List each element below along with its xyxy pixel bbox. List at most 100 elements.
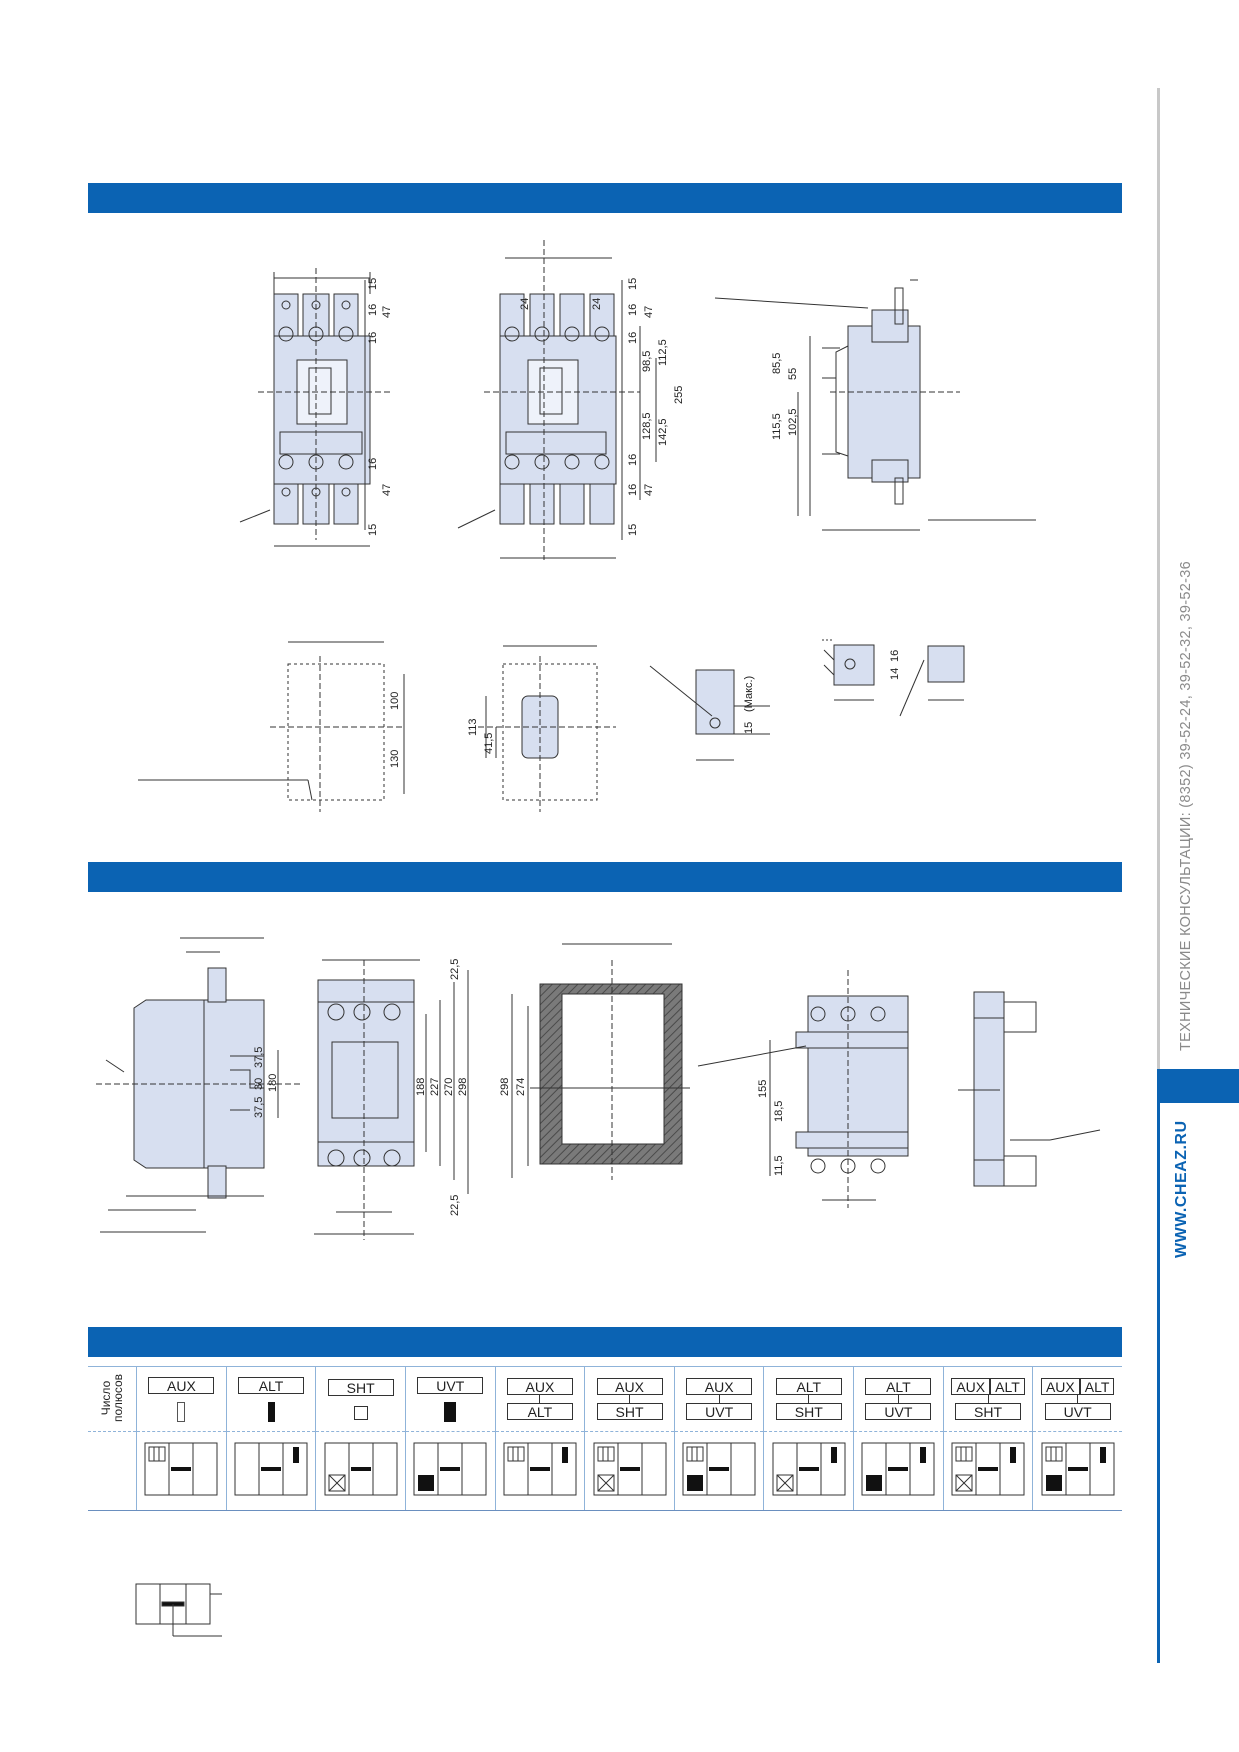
dim-label: 47 <box>643 484 655 496</box>
dim-label: 24 <box>591 298 603 310</box>
accessory-code: SHT <box>775 1403 842 1420</box>
accessory-code: SHT <box>955 1403 1022 1420</box>
dim-label: 85,5 <box>771 353 783 374</box>
dim-label: 16 <box>889 650 901 662</box>
accessory-code: ALT <box>238 1376 305 1394</box>
dim-label: 298 <box>457 1078 469 1096</box>
dim-label: 30 <box>253 1078 265 1090</box>
dim-label: 24 <box>519 298 531 310</box>
mounting-base-side <box>958 991 1101 1187</box>
plugin-side-view <box>96 937 300 1233</box>
pole-diagram-sht <box>324 1442 398 1495</box>
dim-label: 298 <box>499 1078 511 1096</box>
dim-label: 128,5 <box>641 412 653 440</box>
accessory-cell: AUX ALT <box>494 1366 585 1432</box>
aux-symbol-icon <box>177 1401 186 1422</box>
accessory-code: AUX <box>686 1378 753 1395</box>
accessory-code: SHT <box>596 1403 663 1420</box>
pole-diagram-cell <box>404 1431 496 1511</box>
accessory-cell: AUX <box>136 1366 227 1432</box>
poles-header-cell: Число полюсов <box>88 1366 137 1432</box>
dim-label: 22,5 <box>449 959 461 980</box>
dim-label: 14 <box>889 668 901 680</box>
dim-label: 113 <box>467 718 479 736</box>
pole-diagram-cell <box>584 1431 675 1511</box>
breaker-variant-view <box>457 240 657 560</box>
pole-diagram-cell <box>853 1431 944 1511</box>
dim-label: 55 <box>787 368 799 380</box>
accessory-cell: SHT <box>315 1366 406 1432</box>
accessory-cell: AUX SHT <box>584 1366 675 1432</box>
dim-label: 255 <box>673 386 685 404</box>
dim-label: 47 <box>381 306 393 318</box>
accessory-cell: ALT SHT <box>763 1366 854 1432</box>
dim-label: 16 <box>367 458 379 470</box>
dim-label: 130 <box>389 750 401 768</box>
accessory-code: ALT <box>775 1378 842 1395</box>
dim-label: 188 <box>415 1078 427 1096</box>
sidebar-rule-top <box>1157 88 1160 1069</box>
accessory-code: SHT <box>327 1378 394 1396</box>
accessory-code: ALT <box>1079 1378 1115 1395</box>
terminal-detail <box>822 639 965 717</box>
dim-label: 16 <box>627 304 639 316</box>
drilling-template <box>138 641 405 812</box>
dim-label: 16 <box>627 484 639 496</box>
sidebar-rule-bottom <box>1157 1103 1160 1663</box>
panel-cutout <box>478 645 616 812</box>
accessory-code: AUX <box>506 1378 573 1395</box>
pole-diagram-aux-sht <box>593 1442 667 1495</box>
breaker-side-view <box>714 279 1036 531</box>
dim-label: 41,5 <box>483 733 495 754</box>
dim-label: 15 <box>627 524 639 536</box>
pole-diagram-cell <box>494 1431 585 1511</box>
busbar-detail <box>649 665 770 761</box>
pole-diagram-cell <box>763 1431 854 1511</box>
accessory-code: ALT <box>865 1378 932 1395</box>
dim-label: 47 <box>381 484 393 496</box>
accessory-code: UVT <box>686 1403 753 1420</box>
accessory-code: ALT <box>506 1403 573 1420</box>
poles-label: Число полюсов <box>99 1373 126 1422</box>
accessory-code: AUX <box>148 1376 215 1394</box>
dim-label: 22,5 <box>449 1195 461 1216</box>
pole-diagram-cell <box>136 1431 227 1511</box>
pole-diagram-uvt <box>413 1442 487 1495</box>
dim-label: 270 <box>443 1078 455 1096</box>
dim-label: 15 <box>627 278 639 290</box>
alt-symbol-icon <box>267 1401 275 1422</box>
pole-diagram-aux-alt-uvt <box>1041 1442 1115 1495</box>
pole-diagram-aux-uvt <box>682 1442 756 1495</box>
poles-label-line2: полюсов <box>111 1373 126 1422</box>
dim-label: 142,5 <box>657 418 669 446</box>
pole-diagram-aux-alt <box>503 1442 577 1495</box>
dim-label: 274 <box>515 1078 527 1096</box>
dim-label: 112,5 <box>657 339 669 366</box>
dim-label: 16 <box>627 332 639 344</box>
dim-label: 15 <box>367 524 379 536</box>
dim-label: 37,5 <box>253 1047 265 1068</box>
dim-label: 98,5 <box>641 351 653 372</box>
pole-diagram-cell <box>942 1431 1033 1511</box>
dim-label: 11,5 <box>773 1155 785 1176</box>
pole-diagram-cell <box>225 1431 316 1511</box>
breaker-front-view <box>239 268 390 547</box>
dim-label: 15 <box>367 278 379 290</box>
sht-symbol-icon <box>353 1405 368 1420</box>
mounting-base-view <box>697 970 909 1208</box>
dim-label: 16 <box>367 332 379 344</box>
accessory-cell: AUX UVT <box>673 1366 764 1432</box>
pole-diagram-alt-sht <box>772 1442 846 1495</box>
accessory-code: AUX <box>596 1378 663 1395</box>
pole-diagram-cell <box>315 1431 406 1511</box>
dim-label: 180 <box>267 1074 279 1092</box>
door-frame-cutout <box>511 943 690 1180</box>
dim-label: (Макс.) <box>743 676 755 712</box>
dim-label: 15 <box>743 722 755 734</box>
dim-label: 100 <box>389 692 401 710</box>
accessory-code: AUX <box>1040 1378 1080 1395</box>
